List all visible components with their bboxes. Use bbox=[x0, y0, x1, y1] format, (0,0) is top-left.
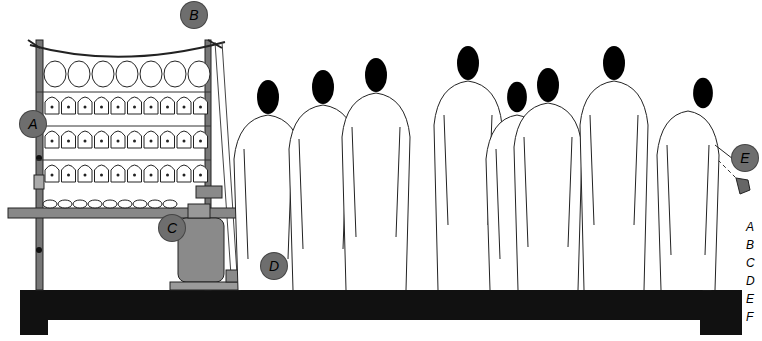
key-letter: C bbox=[746, 257, 755, 270]
platform bbox=[20, 290, 742, 320]
cap bbox=[45, 97, 59, 114]
cap bbox=[73, 200, 87, 208]
cap bbox=[45, 131, 59, 148]
person-head bbox=[365, 58, 387, 92]
cap bbox=[118, 200, 132, 208]
person-arm bbox=[244, 149, 292, 259]
cap bbox=[78, 165, 92, 182]
callout-letter: C bbox=[167, 221, 177, 235]
cap bbox=[164, 61, 186, 87]
person-arm bbox=[590, 115, 638, 225]
person-head bbox=[457, 46, 479, 80]
cap bbox=[62, 165, 76, 182]
cap bbox=[194, 131, 208, 148]
person-body bbox=[342, 93, 410, 290]
cap bbox=[161, 97, 175, 114]
cap bbox=[128, 131, 142, 148]
cap bbox=[188, 61, 210, 87]
rack-post bbox=[36, 40, 43, 290]
callout-letter: D bbox=[269, 259, 279, 273]
cap bbox=[111, 165, 125, 182]
people bbox=[234, 46, 738, 290]
cap bbox=[177, 131, 191, 148]
person-arm bbox=[667, 145, 709, 255]
rail bbox=[36, 160, 211, 161]
cap bbox=[58, 200, 72, 208]
key-letter: E bbox=[746, 293, 754, 306]
cap bbox=[44, 61, 66, 87]
cap bbox=[177, 97, 191, 114]
rail bbox=[36, 126, 211, 127]
cap bbox=[140, 61, 162, 87]
cap bbox=[95, 131, 109, 148]
cap bbox=[144, 131, 158, 148]
cap bbox=[111, 131, 125, 148]
cap bbox=[194, 165, 208, 182]
cap bbox=[128, 165, 142, 182]
platform-foot bbox=[700, 315, 742, 335]
cap bbox=[194, 97, 208, 114]
callout-letter: B bbox=[189, 8, 198, 22]
platform-foot bbox=[20, 315, 48, 335]
cap bbox=[95, 97, 109, 114]
person-arm bbox=[524, 137, 572, 247]
person-arm bbox=[299, 139, 347, 249]
cap bbox=[163, 200, 177, 208]
person-head bbox=[507, 82, 527, 113]
person-head bbox=[257, 80, 279, 114]
person-head bbox=[693, 78, 713, 109]
cap bbox=[78, 131, 92, 148]
callout-letter: E bbox=[740, 151, 749, 165]
rail bbox=[36, 92, 211, 93]
callout-circle: C bbox=[159, 215, 185, 241]
cap bbox=[116, 61, 138, 87]
person-arm bbox=[444, 115, 492, 225]
cap-rows bbox=[36, 61, 211, 208]
callout-circle: A bbox=[20, 111, 46, 137]
rope bbox=[30, 42, 225, 57]
callout-circle: D bbox=[261, 253, 287, 279]
cap bbox=[161, 165, 175, 182]
key-letter: A bbox=[746, 221, 754, 234]
key-letter: F bbox=[746, 311, 753, 324]
person-body bbox=[514, 103, 582, 290]
callout-letter: A bbox=[28, 117, 37, 131]
dropped-item bbox=[736, 178, 750, 194]
person-body bbox=[657, 111, 719, 290]
cap bbox=[68, 61, 90, 87]
person-head bbox=[312, 70, 334, 104]
cap bbox=[148, 200, 162, 208]
callout-circle: E bbox=[732, 145, 758, 171]
cap bbox=[128, 97, 142, 114]
cap bbox=[161, 131, 175, 148]
cap bbox=[78, 97, 92, 114]
person-arm bbox=[352, 127, 400, 237]
cap bbox=[103, 200, 117, 208]
person-body bbox=[580, 81, 648, 290]
cap bbox=[88, 200, 102, 208]
cap bbox=[133, 200, 147, 208]
cap bbox=[95, 165, 109, 182]
key-letter: B bbox=[746, 239, 754, 252]
person-head bbox=[603, 46, 625, 80]
cap bbox=[144, 165, 158, 182]
cap bbox=[43, 200, 57, 208]
callout-circle: B bbox=[181, 2, 207, 28]
cap bbox=[62, 131, 76, 148]
cap bbox=[45, 165, 59, 182]
cap bbox=[144, 97, 158, 114]
cap bbox=[62, 97, 76, 114]
cap bbox=[111, 97, 125, 114]
cap bbox=[177, 165, 191, 182]
key-letter: D bbox=[746, 275, 755, 288]
person-head bbox=[537, 68, 559, 102]
cap bbox=[92, 61, 114, 87]
